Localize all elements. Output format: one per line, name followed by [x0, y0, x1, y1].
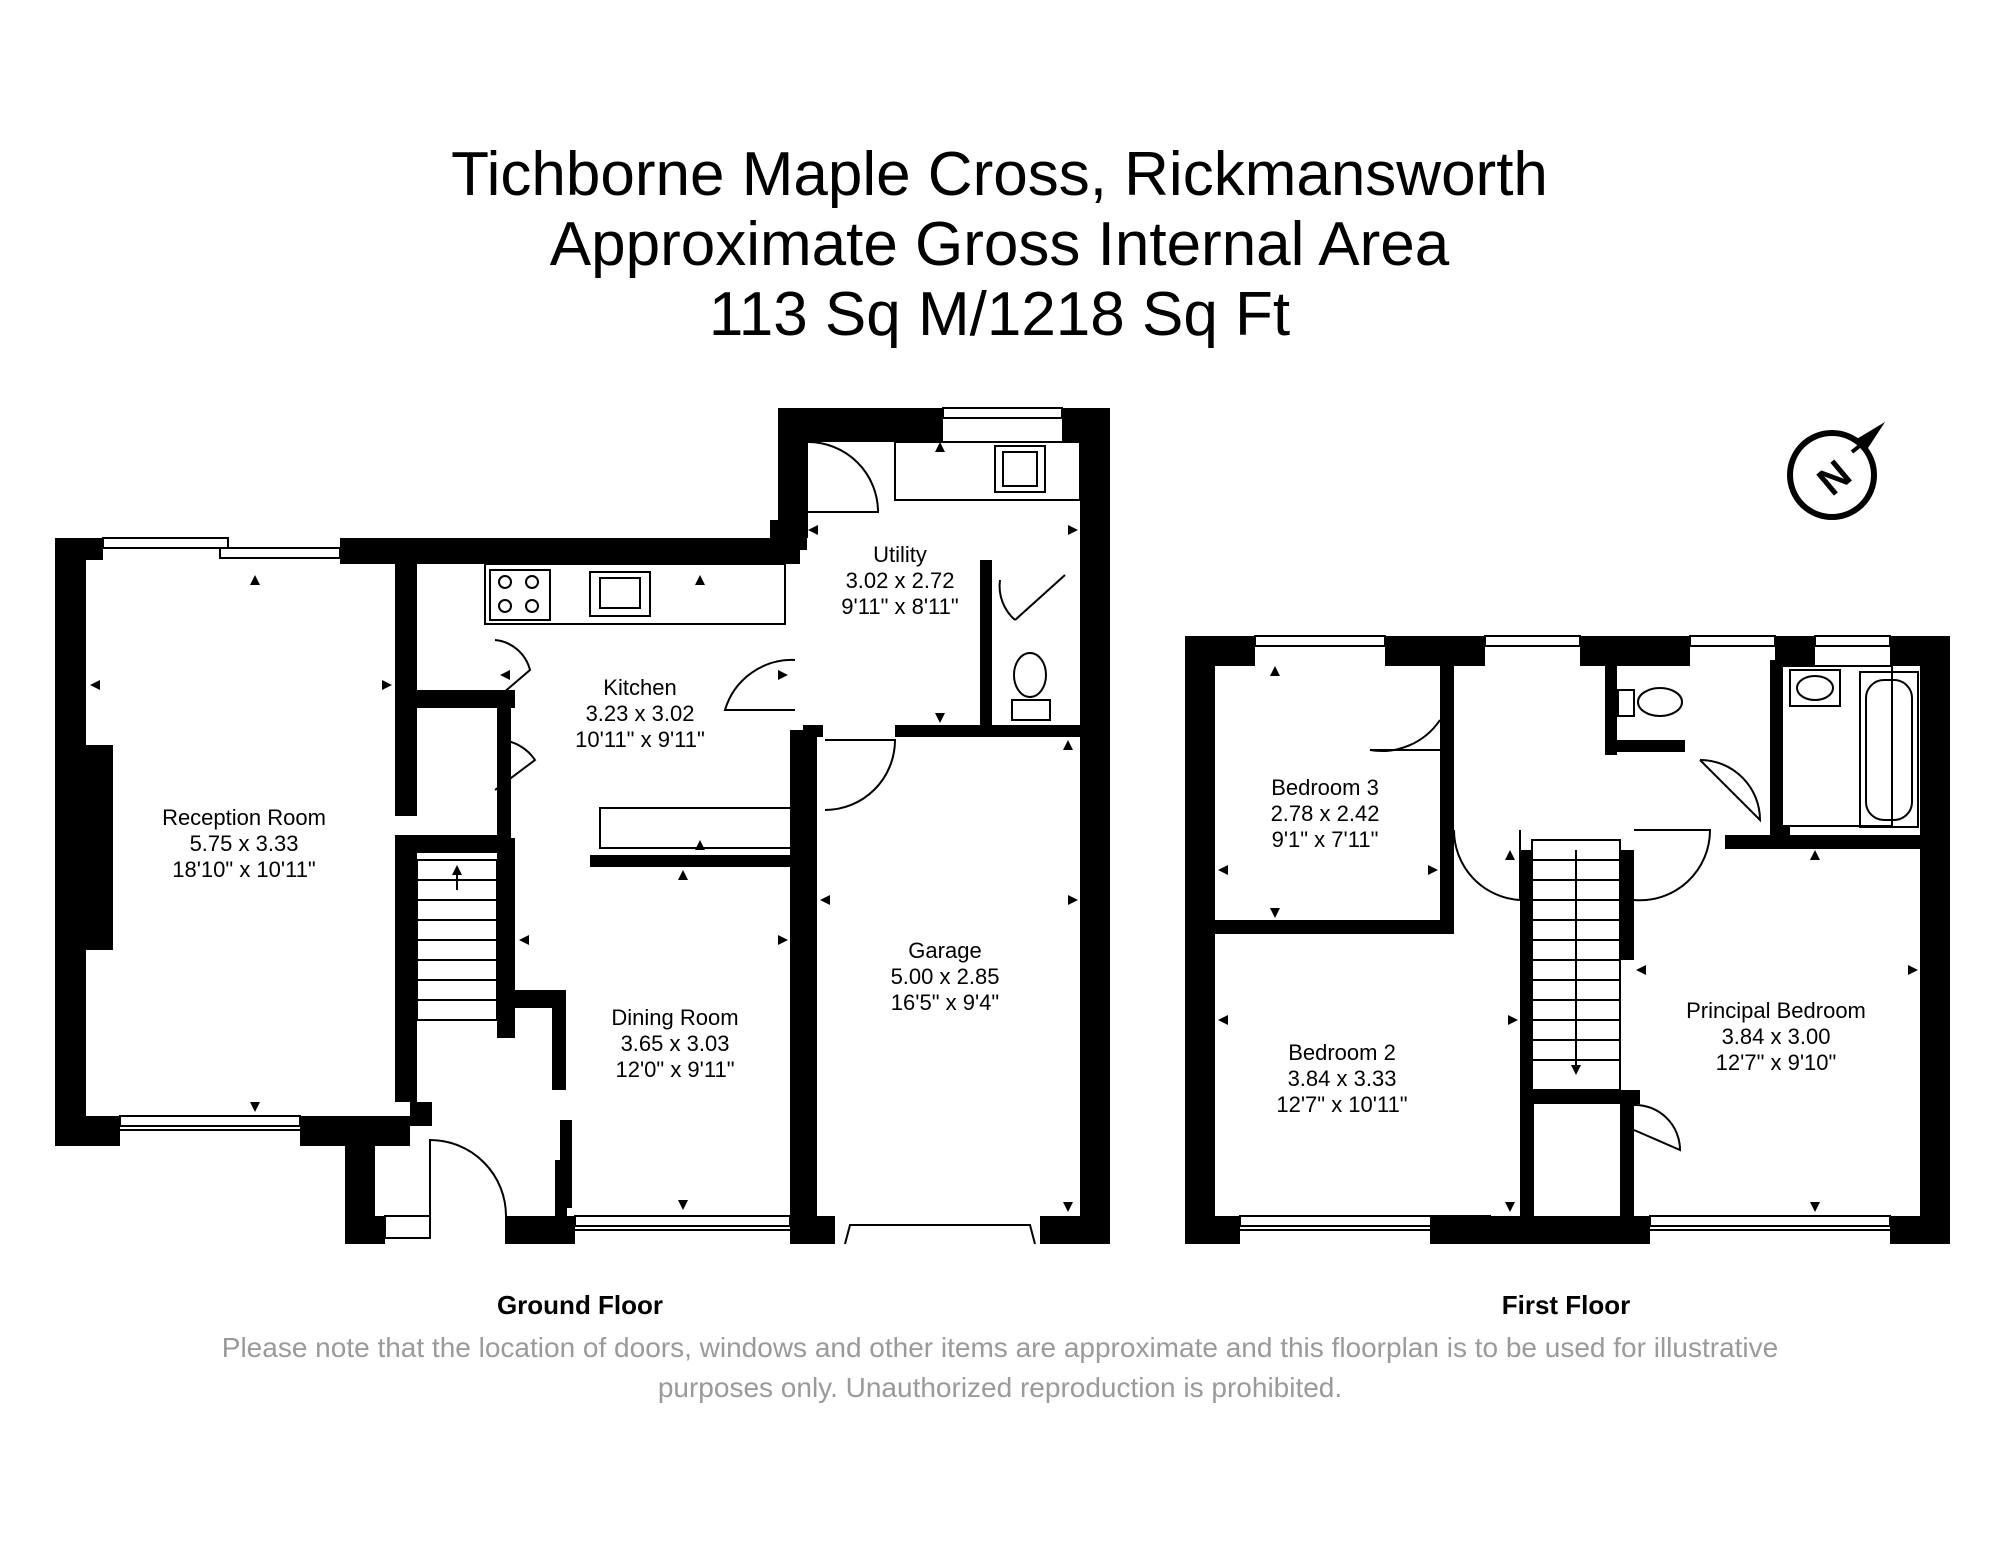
ground-interior-walls: [497, 700, 800, 1090]
utility-fixtures: [807, 407, 1081, 811]
ground-floor-label: Ground Floor: [496, 1290, 664, 1320]
room-metric: 3.65 x 3.03: [621, 1031, 730, 1056]
room-metric: 5.00 x 2.85: [891, 964, 1000, 989]
reception-walls: [55, 538, 785, 1146]
room-metric: 3.84 x 3.33: [1288, 1066, 1397, 1091]
title-block: Tichborne Maple Cross, Rickmansworth App…: [0, 140, 1999, 350]
property-title: Tichborne Maple Cross, Rickmansworth: [451, 140, 1548, 209]
room-imperial: 18'10" x 10'11": [172, 857, 316, 882]
garage-walls: [803, 737, 817, 1217]
room-label-bedroom-2: Bedroom 2 3.84 x 3.33 12'7" x 10'11": [1276, 1040, 1407, 1117]
area-heading: Approximate Gross Internal Area: [549, 210, 1450, 279]
room-label-utility: Utility 3.02 x 2.72 9'11" x 8'11": [841, 542, 958, 619]
room-name: Utility: [873, 542, 927, 567]
room-name: Bedroom 3: [1271, 775, 1379, 800]
room-label-kitchen: Kitchen 3.23 x 3.02 10'11" x 9'11": [575, 675, 705, 752]
first-dimension-arrows: [1218, 666, 1918, 1212]
first-floor-interior-walls: [1215, 660, 1950, 1244]
area-value: 113 Sq M/1218 Sq Ft: [708, 280, 1291, 349]
room-label-reception: Reception Room 5.75 x 3.33 18'10" x 10'1…: [162, 805, 326, 882]
room-imperial: 9'1" x 7'11": [1272, 827, 1379, 852]
room-metric: 5.75 x 3.33: [190, 831, 299, 856]
first-floor-plan: [1185, 635, 1950, 1244]
entrance-door: [384, 1138, 507, 1239]
disclaimer-line-2: purposes only. Unauthorized reproduction…: [657, 1372, 1343, 1403]
disclaimer-line-1: Please note that the location of doors, …: [221, 1332, 1779, 1363]
room-imperial: 12'7" x 9'10": [1716, 1050, 1837, 1075]
ground-floor-plan: [55, 407, 1110, 1245]
reception-windows: [102, 537, 341, 1131]
first-floor-label: First Floor: [1501, 1290, 1631, 1320]
room-name: Principal Bedroom: [1686, 998, 1866, 1023]
room-name: Reception Room: [162, 805, 326, 830]
room-name: Bedroom 2: [1288, 1040, 1396, 1065]
garage-door: [844, 1224, 1036, 1245]
dining-window: [574, 1215, 791, 1231]
compass-icon: N: [1787, 422, 1885, 520]
utility-walls: [778, 408, 1110, 1244]
room-metric: 3.23 x 3.02: [586, 701, 695, 726]
ground-dimension-arrows: [90, 442, 1078, 1212]
room-metric: 3.84 x 3.00: [1722, 1024, 1831, 1049]
room-imperial: 10'11" x 9'11": [575, 727, 705, 752]
room-name: Garage: [908, 938, 981, 963]
dining-walls: [545, 1216, 835, 1244]
ground-stairs: [416, 859, 498, 1021]
first-floor-fixtures: [1369, 665, 1919, 1152]
room-label-dining: Dining Room 3.65 x 3.03 12'0" x 9'11": [611, 1005, 738, 1082]
disclaimer: Please note that the location of doors, …: [60, 1328, 1940, 1408]
room-name: Dining Room: [611, 1005, 738, 1030]
first-room-labels: Bedroom 3 2.78 x 2.42 9'1" x 7'11" Bedro…: [1271, 775, 1866, 1117]
compass-letter: N: [1809, 452, 1859, 504]
room-metric: 2.78 x 2.42: [1271, 801, 1380, 826]
room-imperial: 16'5" x 9'4": [891, 990, 999, 1015]
room-metric: 3.02 x 2.72: [846, 568, 955, 593]
ground-room-labels: Reception Room 5.75 x 3.33 18'10" x 10'1…: [162, 542, 999, 1082]
room-imperial: 9'11" x 8'11": [841, 594, 958, 619]
room-imperial: 12'7" x 10'11": [1276, 1092, 1407, 1117]
room-imperial: 12'0" x 9'11": [615, 1057, 734, 1082]
room-label-garage: Garage 5.00 x 2.85 16'5" x 9'4": [891, 938, 1000, 1015]
room-label-bedroom-3: Bedroom 3 2.78 x 2.42 9'1" x 7'11": [1271, 775, 1380, 852]
room-name: Kitchen: [603, 675, 676, 700]
room-label-principal-bedroom: Principal Bedroom 3.84 x 3.00 12'7" x 9'…: [1686, 998, 1866, 1075]
first-floor-windows: [1239, 635, 1891, 1231]
